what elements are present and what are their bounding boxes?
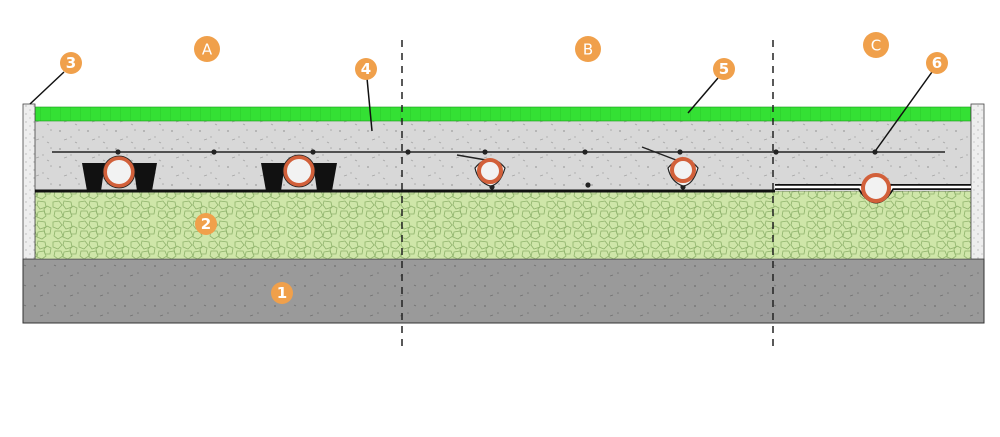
marker-5: 5 [713,58,735,80]
svg-text:5: 5 [719,60,729,78]
svg-text:4: 4 [361,60,371,78]
svg-text:2: 2 [201,215,211,233]
marker-6: 6 [926,52,948,74]
zone-a-heating-pipes [102,154,316,189]
svg-text:1: 1 [277,284,287,302]
turf-finish-layer [34,106,972,122]
marker-3: 3 [60,52,82,74]
concrete-screed-layer [35,121,971,191]
zone-label-c: C [863,32,889,58]
zone-c-heating-pipe [861,173,891,203]
zone-label-b: B [575,36,601,62]
svg-text:B: B [583,41,593,59]
right-edge-strip [970,103,985,260]
zone-b-heating-pipes [456,146,699,187]
marker-4: 4 [355,58,377,80]
zone-a-pipe-holders [82,163,337,191]
svg-text:A: A [202,41,213,59]
marker-2: 2 [195,213,217,235]
base-slab-layer [22,258,985,324]
gravel-insulation-layer [34,190,972,260]
leader-lines [29,71,933,151]
left-edge-strip [22,103,36,260]
marker-1: 1 [271,282,293,304]
svg-text:6: 6 [932,54,942,72]
svg-text:C: C [871,37,881,55]
zone-label-a: A [194,36,220,62]
svg-text:3: 3 [66,54,76,72]
